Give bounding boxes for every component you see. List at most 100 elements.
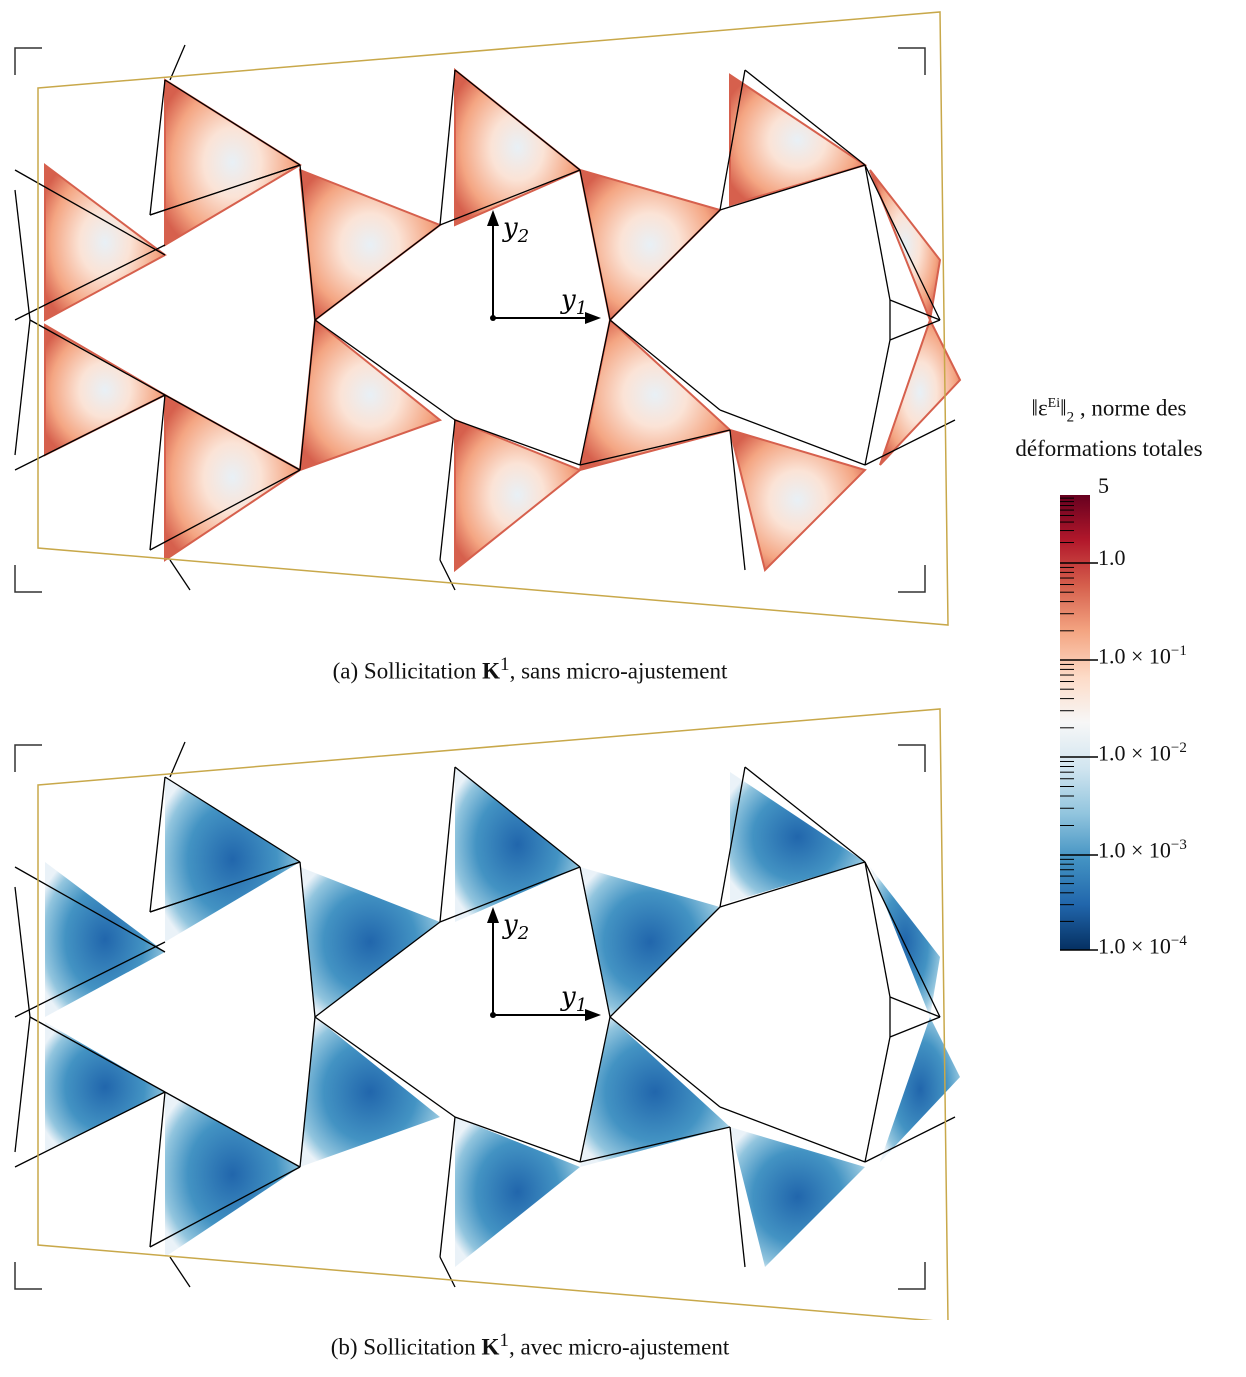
lattice-edge xyxy=(169,559,191,591)
axis-y1-label: y1 xyxy=(560,982,587,1016)
corner-bracket xyxy=(898,565,926,593)
lattice-edge xyxy=(864,164,941,321)
lattice-edge xyxy=(299,164,316,321)
lattice-edge xyxy=(719,861,866,908)
lattice-edge xyxy=(29,1016,166,1093)
triangle-cell xyxy=(580,867,720,1017)
lattice-edge xyxy=(439,169,581,226)
lattice-edge xyxy=(164,79,301,166)
triangle-cell xyxy=(300,1017,440,1167)
caption-a-prefix: (a) Sollicitation xyxy=(332,658,483,684)
caption-b-bold: K xyxy=(481,1334,500,1360)
lattice-edge xyxy=(889,319,941,341)
lattice-edge xyxy=(454,766,581,868)
caption-a: (a) Sollicitation K1, sans micro-ajustem… xyxy=(0,654,1060,685)
lattice-edge xyxy=(439,559,456,591)
colorbar-tick-label-4: 1.0 × 10−3 xyxy=(1098,837,1187,863)
lattice-edge xyxy=(439,1256,456,1288)
lattice-edge xyxy=(149,1091,166,1248)
lattice-edge xyxy=(314,319,456,421)
caption-b-suffix: , avec micro-ajustement xyxy=(508,1334,730,1360)
lattice-edge xyxy=(719,1106,866,1163)
lattice-edge xyxy=(14,1091,166,1168)
lattice-edge xyxy=(864,339,891,466)
lattice-edge xyxy=(439,419,456,561)
corner-bracket xyxy=(14,565,42,593)
lattice-edge xyxy=(169,1256,191,1288)
lattice-edge xyxy=(149,164,301,216)
lattice-edge xyxy=(314,921,441,1018)
lattice-edge xyxy=(14,244,166,321)
triangle-cell xyxy=(730,772,865,902)
triangle-cell xyxy=(164,393,302,562)
triangle-cell xyxy=(165,777,300,942)
triangle-cell xyxy=(165,1092,300,1257)
lattice-edge xyxy=(439,766,456,923)
axis-y1-arrowhead xyxy=(585,1009,601,1021)
lattice-edge xyxy=(889,1016,941,1038)
lattice-edge xyxy=(744,69,866,166)
triangle-cell xyxy=(454,67,582,227)
lattice-edge xyxy=(149,79,166,216)
lattice-edge xyxy=(719,69,746,211)
caption-b: (b) Sollicitation K1, avec micro-ajustem… xyxy=(0,1330,1060,1361)
lattice-edge xyxy=(579,866,611,1018)
triangle-cell xyxy=(728,428,867,572)
colorbar-gradient xyxy=(1060,495,1090,950)
lattice-edge xyxy=(744,766,866,863)
colorbar-graphic xyxy=(1060,495,1098,951)
lattice-edge xyxy=(149,394,166,551)
axis-y2-arrowhead xyxy=(487,907,499,923)
corner-bracket xyxy=(14,744,42,772)
lattice-edge xyxy=(164,394,301,471)
triangle-cell xyxy=(730,1127,865,1267)
axis-y1-subscript: 1 xyxy=(576,995,587,1016)
lattice-edge xyxy=(864,419,956,466)
lattice-edge xyxy=(439,69,456,226)
lattice-edge xyxy=(149,1166,301,1248)
caption-b-sup: 1 xyxy=(499,1330,509,1351)
axis-y2-subscript: 2 xyxy=(517,923,529,944)
corner-bracket xyxy=(898,47,926,75)
lattice-edge xyxy=(609,1016,721,1108)
lattice-edge xyxy=(579,1016,611,1163)
lattice-edge xyxy=(719,766,746,908)
lattice-edge xyxy=(609,209,721,321)
colorbar-tick-label-5: 1.0 × 10−4 xyxy=(1098,933,1187,959)
lattice-edge xyxy=(729,1126,746,1268)
corner-bracket xyxy=(898,1262,926,1290)
triangle-cell xyxy=(300,867,440,1017)
triangle-cell xyxy=(164,78,302,247)
lattice-edge xyxy=(439,1116,456,1258)
triangle-cell xyxy=(880,1017,960,1162)
lattice-edge xyxy=(579,169,611,321)
lattice-edge xyxy=(14,866,166,953)
triangle-cell xyxy=(44,323,168,457)
unit-cell-frame xyxy=(37,11,949,626)
lattice-edge xyxy=(149,861,301,913)
lattice-edge xyxy=(864,164,891,301)
lattice-edge xyxy=(169,741,186,778)
lattice-edge xyxy=(889,996,941,1018)
lattice-edge xyxy=(14,189,31,321)
triangle-cell xyxy=(729,73,868,207)
caption-a-suffix: , sans micro-ajustement xyxy=(509,658,728,684)
lattice-edge xyxy=(299,861,316,1018)
axis-y1-arrowhead xyxy=(585,312,601,324)
corner-bracket xyxy=(14,47,42,75)
lattice-edge xyxy=(454,419,581,466)
lattice-edge xyxy=(314,1016,456,1118)
axis-y2-arrowhead xyxy=(487,210,499,226)
legend-title-line2: déformations totales xyxy=(1015,436,1203,462)
triangle-cell xyxy=(455,1117,580,1267)
triangle-cell xyxy=(455,767,580,922)
lattice-edge xyxy=(14,941,166,1018)
axis-y1-label: y1 xyxy=(560,285,587,319)
triangle-cell xyxy=(44,163,167,322)
lattice-edge xyxy=(14,886,31,1018)
lattice-edge xyxy=(314,224,441,321)
